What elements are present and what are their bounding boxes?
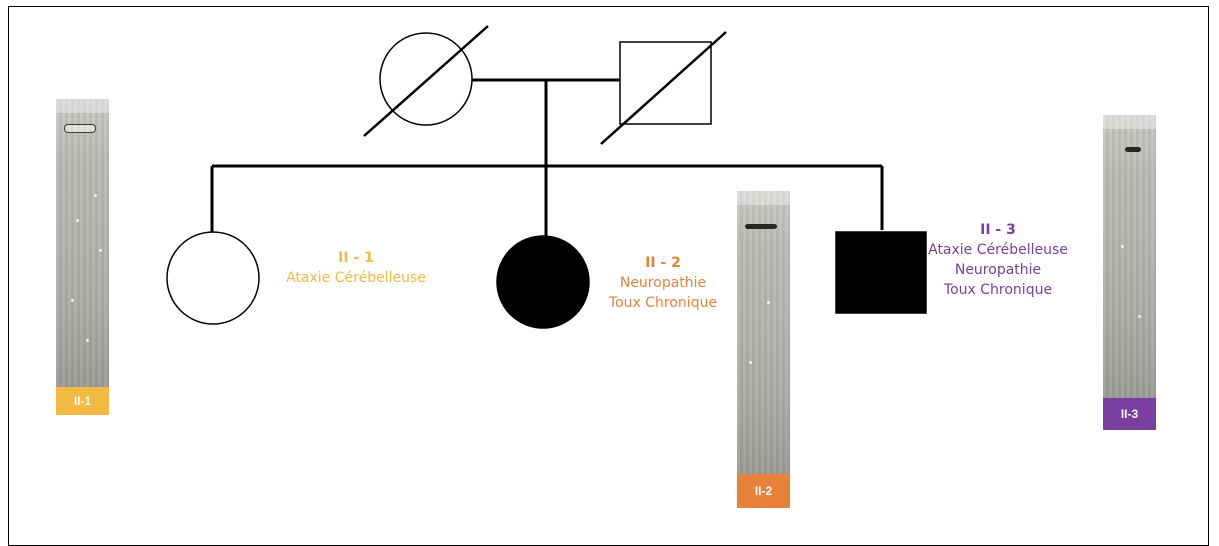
ii3-annotation: II - 3 Ataxie Cérébelleuse Neuropathie T… — [918, 220, 1078, 300]
gel-strip-ii1 — [56, 99, 109, 387]
gel-strip-ii3 — [1103, 115, 1156, 398]
gel-label-ii3: II-3 — [1103, 398, 1156, 430]
ii2-trait: Toux Chronique — [608, 295, 718, 311]
ii2-annotation: II - 2 Neuropathie Toux Chronique — [583, 253, 743, 313]
ii3-symbol — [835, 231, 927, 314]
pedigree-chart — [166, 25, 927, 329]
gel-band — [745, 224, 777, 229]
gel-well — [64, 124, 96, 133]
grandfather-deceased-slash — [600, 31, 727, 145]
ii3-trait: Ataxie Cérébelleuse — [928, 242, 1068, 258]
ii1-trait: Ataxie Cérébelleuse — [286, 270, 426, 286]
ii2-id: II - 2 — [645, 255, 681, 271]
ii2-symbol — [496, 235, 590, 329]
gel-label-ii2: II-2 — [737, 474, 790, 508]
gel-label-ii1: II-1 — [56, 387, 109, 415]
grandfather-symbol — [619, 41, 712, 125]
ii1-annotation: II - 1 Ataxie Cérébelleuse — [256, 248, 456, 288]
ii3-id: II - 3 — [980, 222, 1016, 238]
ii3-trait: Toux Chronique — [943, 282, 1053, 298]
ii3-trait: Neuropathie — [954, 262, 1042, 278]
ii2-trait: Neuropathie — [619, 275, 707, 291]
gel-band — [1125, 147, 1141, 152]
grandmother-deceased-slash — [363, 25, 489, 137]
ii1-symbol — [166, 231, 260, 325]
ii1-id: II - 1 — [338, 250, 374, 266]
gel-strip-ii2 — [737, 191, 790, 474]
